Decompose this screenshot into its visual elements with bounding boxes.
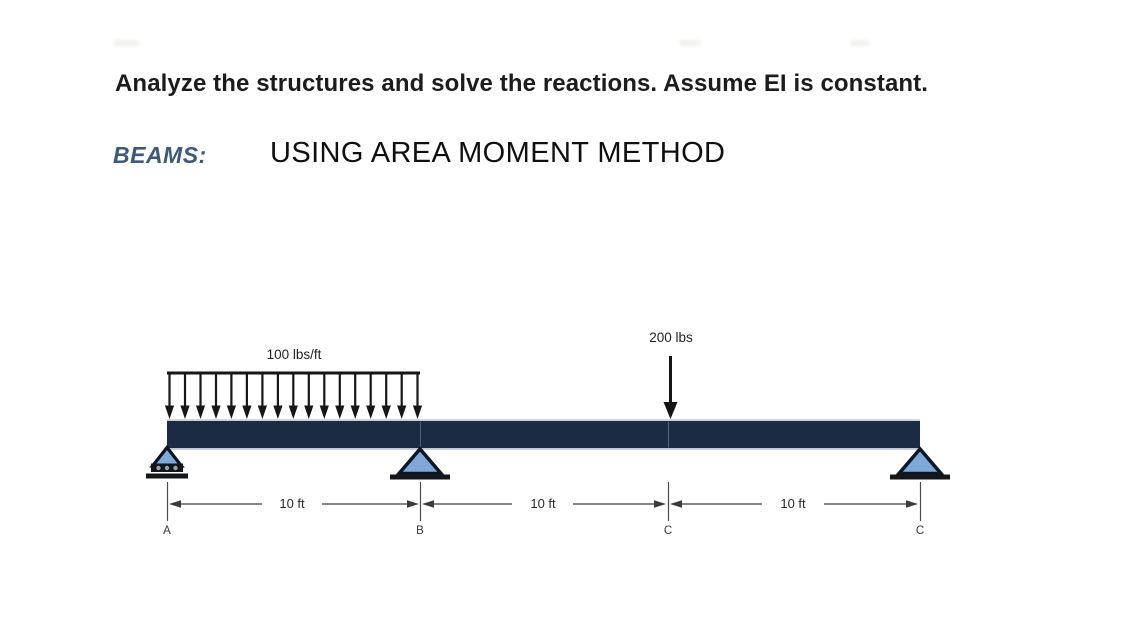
point-load-arrow-icon [663, 356, 678, 419]
node-label-c1: C [663, 525, 673, 537]
method-title: USING AREA MOMENT METHOD [270, 137, 726, 169]
dimension-label-bc: 10 ft [530, 496, 556, 511]
distributed-load-label: 100 lbs/ft [266, 347, 322, 362]
pin-support-icon [390, 446, 450, 480]
node-label-a: A [163, 525, 171, 537]
dimension-line-cc [670, 500, 918, 508]
dimension-label-ab: 10 ft [279, 496, 305, 511]
problem-statement: Analyze the structures and solve the rea… [115, 70, 929, 97]
roller-support-icon [146, 444, 188, 479]
top-crop-artifact [113, 40, 139, 46]
top-crop-artifact [850, 40, 870, 46]
top-crop-artifact [679, 40, 701, 46]
node-label-c2: C [915, 525, 925, 537]
point-load-label: 200 lbs [649, 330, 693, 345]
pin-support-icon [890, 446, 950, 480]
dimension-extension-lines [166, 482, 922, 521]
dimension-line-bc [422, 500, 666, 508]
beam [167, 419, 920, 450]
beams-section-label: BEAMS: [113, 142, 207, 168]
distributed-load-icon [163, 371, 424, 421]
dimension-label-cc: 10 ft [780, 496, 806, 511]
dimension-line-ab [169, 500, 419, 508]
node-label-b: B [416, 525, 424, 537]
